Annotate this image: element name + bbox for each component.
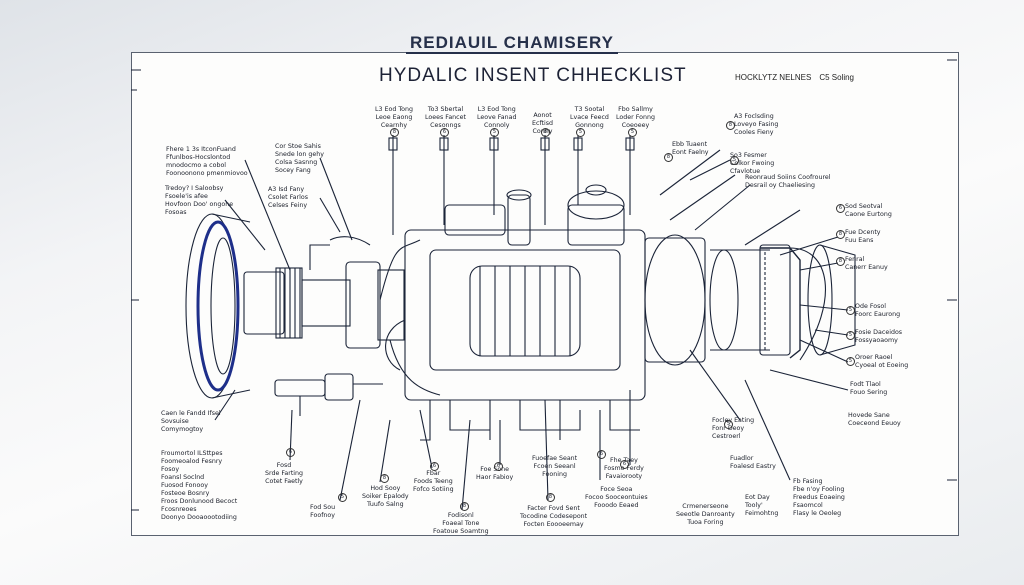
label-top-1: L3 Eod Tong Leoe Eaong Cearnhy	[375, 106, 413, 129]
main-title: HYDALIC INSENT CHHECKLIST	[379, 65, 687, 86]
label-bottom-11: Crmenerseone Seeotle Danroanty Tuoa Fori…	[676, 503, 735, 526]
label-top-5: T3 Sootal Lvace Feecd Gonnong	[570, 106, 609, 129]
callout-number: 8	[726, 121, 735, 130]
label-left-3: Tredoy? I Saloobsy Fsoele'is afee Hovfoo…	[165, 185, 234, 216]
callout-number: 5	[724, 420, 733, 429]
label-right-12: Hovede Sane Coeceond Eeuoy	[848, 412, 901, 427]
label-bottom-1: Fosd Srde Farting Cotet Faetly	[265, 462, 304, 485]
callout-number: 5	[576, 128, 585, 137]
callout-number: 5	[338, 493, 347, 502]
callout-number: 6	[494, 462, 503, 471]
callout-number: 8	[390, 128, 399, 137]
callout-number: 6	[836, 204, 845, 213]
label-bottom-7: Fuoefae Seant Fcoen Seeanl Fooning	[532, 455, 578, 478]
label-right-11: Fodt Tlaol Fouo Sering	[850, 381, 888, 396]
label-top-3: L3 Eod Tong Leove Fanad Connoly	[477, 106, 517, 129]
label-right-3: So3 Fesmer Colkor Fwoing Cfavlotue	[730, 152, 775, 175]
callout-number: 6	[286, 448, 295, 457]
label-right-5: Sod Seotval Caone Eurtong	[845, 203, 892, 218]
flywheel-ring	[196, 220, 240, 392]
label-left-4: A3 Isd Fany Csolet Farlos Celses Feiny	[268, 186, 308, 209]
label-right-7: Fenral Canerr Eanuy	[845, 256, 888, 271]
label-bottom-9: Foce Seoa Focoo Sooceontuies Fooodo Eeae…	[585, 486, 648, 509]
callout-number: 5	[628, 128, 637, 137]
callout-number: 8	[664, 153, 673, 162]
callout-number: 5	[846, 306, 855, 315]
label-top-2: To3 Sbertal Loees Fancet Cesonngs	[425, 106, 466, 129]
label-top-6: Fbo Sallmy Loder Fonng Coeoeey	[616, 106, 655, 129]
label-right-13: Focley Eating Fonr Deoy Cestroerl	[712, 417, 755, 440]
label-right-1: Ebb Tuaent Eont Faelny	[672, 141, 709, 156]
callout-number: 5	[730, 156, 739, 165]
header-title: REDIAUIL CHAMISERY	[0, 33, 1024, 54]
label-bottom-3: Hod Sooy Soiker Epalody Tuufo Salng	[362, 485, 409, 508]
callout-number: 8	[460, 502, 469, 511]
label-bottom-5: Fodisonl Foaeal Tone Foatoue Soamtng	[433, 512, 489, 535]
label-left-2: Cor Stoe Sahis Snede lon gehy Colsa Sasn…	[275, 143, 324, 174]
label-bottom-10: Fhe Taey Fosmo Ferdy Favaiorooty	[604, 457, 644, 480]
label-right-6: Fue Dcenty Fuu Eans	[845, 229, 881, 244]
callout-number: 5	[846, 331, 855, 340]
label-right-9: Fosie Daceidos Fossyaoaomy	[855, 329, 903, 344]
label-right-2: A3 Foclsding Loveyo Fasing Cooles Fieny	[734, 113, 779, 136]
callout-number: 8	[380, 474, 389, 483]
label-right-10: Oroer Raoel Cyoeal ot Eoeing	[855, 354, 909, 369]
callout-number: 6	[620, 460, 629, 469]
label-right-8: Ode Fosol Foorc Eaurong	[855, 303, 901, 318]
label-bottom-12: Fb Fasing Fbe n'oy Fooling Freedus Eoaei…	[793, 478, 845, 517]
callout-number: 6	[430, 462, 439, 471]
callout-number: 6	[597, 450, 606, 459]
label-left-5: Caen le Fandd Ifsel Sovsuise Comymogtoy	[161, 410, 221, 433]
callout-number: 5	[490, 128, 499, 137]
label-left-6: Froumortol ILSttpes Foomeoalod Fesnry Fo…	[161, 450, 238, 521]
callout-number: 8	[836, 230, 845, 239]
callout-number: 8	[836, 257, 845, 266]
label-bottom-8: Facter Fovd Sent Tocodine Codesepont Foc…	[520, 505, 588, 528]
callout-number: 6	[440, 128, 449, 137]
label-bottom-4: Fbar Foods Teeng Fofco Sotiing	[413, 470, 454, 493]
callout-number: 5	[846, 357, 855, 366]
label-right-15: Eot Day Tooly' Feimohtng	[745, 494, 779, 517]
label-left-1: Fhere 1 3s ItconFuand Ffunlbos-Hocslonto…	[166, 146, 248, 177]
label-bottom-2: Fod Sou Foofnoy	[310, 504, 336, 519]
callout-number: 8	[541, 128, 550, 137]
label-right-14: Fuadlor Foalesd Eastry	[730, 455, 776, 470]
callout-number: 8	[546, 493, 555, 502]
label-right-4: Reonraud Soiins Coofrourel Desrail oy Ch…	[745, 174, 831, 189]
